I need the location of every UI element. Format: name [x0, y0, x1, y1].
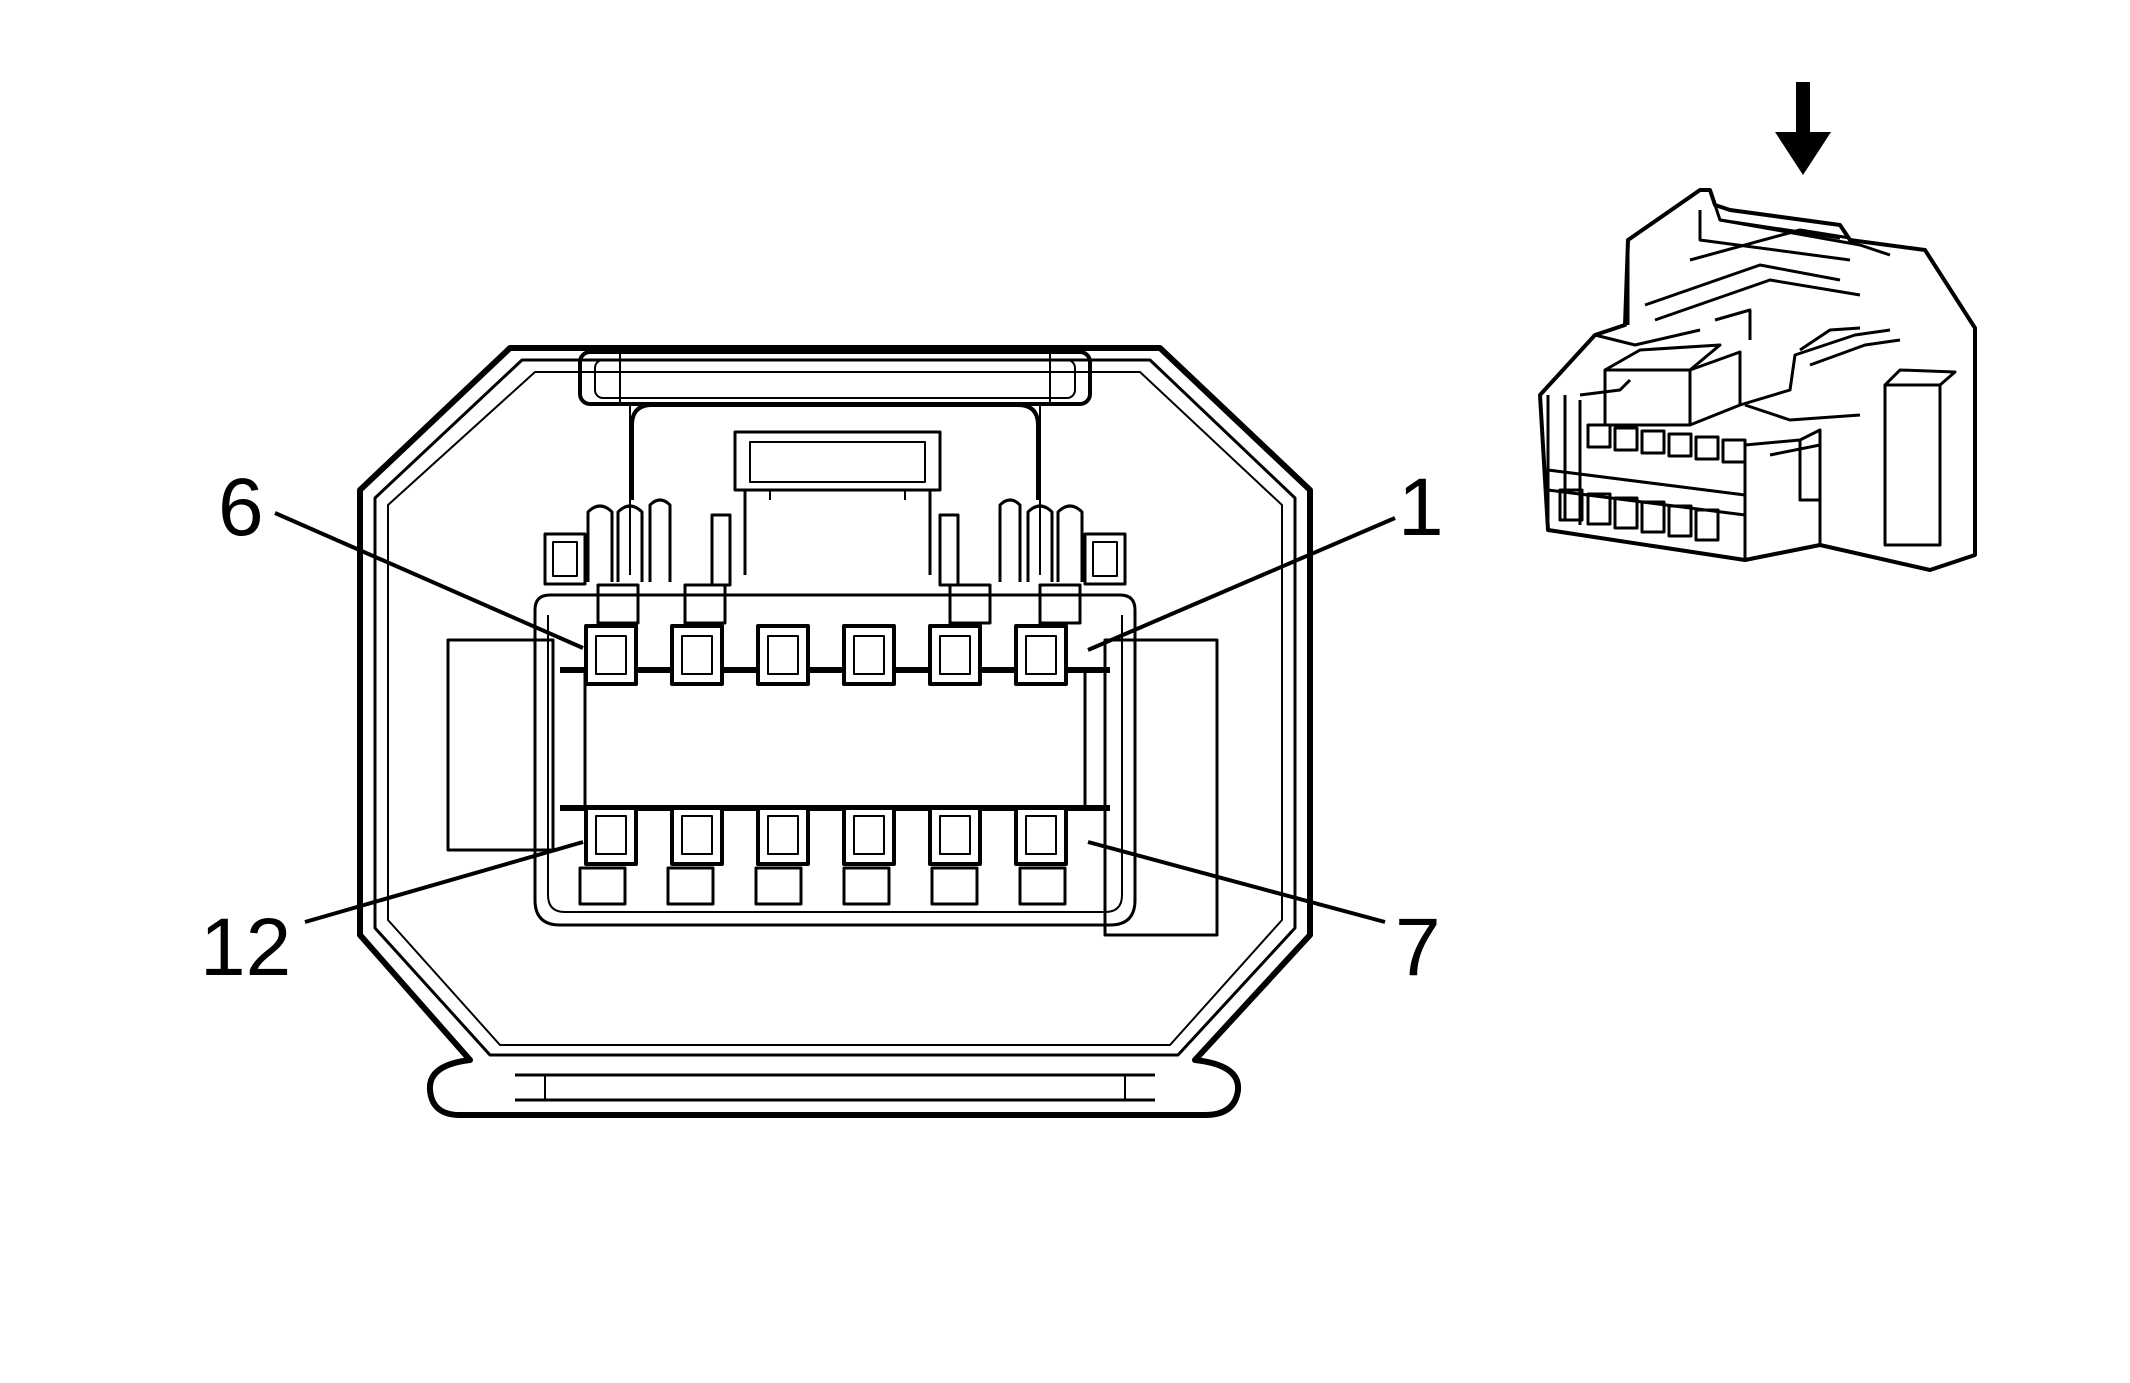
connector-housing — [357, 345, 1313, 1118]
top-latch — [578, 350, 1092, 575]
pin-4 — [756, 624, 810, 686]
leader-lines — [274, 511, 1396, 924]
pin-3 — [842, 624, 896, 686]
left-clip — [543, 498, 732, 587]
right-clip — [938, 498, 1127, 587]
upper-tabs — [596, 583, 1082, 625]
pin-label-7: 7 — [1395, 902, 1441, 993]
pin-row-bottom-inner — [595, 815, 1057, 855]
pin-label-1: 1 — [1398, 462, 1444, 553]
down-arrow-icon — [1775, 82, 1831, 175]
left-side-slot — [446, 638, 555, 852]
pin-row-top — [584, 624, 1068, 686]
pin-label-6: 6 — [218, 462, 264, 553]
pin-row-top-inner — [595, 635, 1057, 675]
pin-2 — [928, 624, 982, 686]
pin-1 — [1014, 624, 1068, 686]
pin-5 — [670, 624, 724, 686]
pin-label-12: 12 — [200, 902, 291, 993]
bottom-feet — [578, 866, 1067, 906]
pin-6 — [584, 624, 638, 686]
right-side-slot — [1103, 638, 1219, 937]
pin-7 — [1014, 806, 1068, 866]
isometric-connector — [1538, 188, 1977, 572]
pin-row-bottom — [584, 806, 1068, 866]
